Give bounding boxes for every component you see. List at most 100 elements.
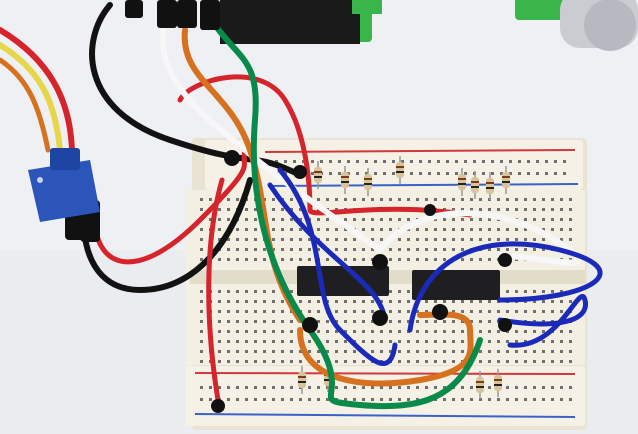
breadboard-hole [407, 238, 410, 241]
breadboard-hole [542, 228, 545, 231]
breadboard-hole [245, 248, 248, 251]
breadboard-hole [317, 330, 320, 333]
breadboard-hole [353, 198, 356, 201]
breadboard-hole [545, 172, 548, 175]
breadboard-hole [407, 398, 410, 401]
breadboard-hole [434, 218, 437, 221]
breadboard-hole [488, 386, 491, 389]
breadboard-hole [281, 360, 284, 363]
breadboard-hole [362, 320, 365, 323]
breadboard-hole [362, 398, 365, 401]
breadboard-hole [344, 320, 347, 323]
breadboard-hole [236, 238, 239, 241]
breadboard-hole [470, 300, 473, 303]
resistor [494, 369, 502, 397]
breadboard-hole [200, 350, 203, 353]
breadboard-hole [344, 398, 347, 401]
breadboard-hole [254, 208, 257, 211]
breadboard-hole [344, 350, 347, 353]
breadboard-hole [326, 350, 329, 353]
breadboard-hole [488, 310, 491, 313]
breadboard-hole [335, 320, 338, 323]
breadboard-hole [524, 340, 527, 343]
breadboard-hole [398, 238, 401, 241]
breadboard-hole [533, 238, 536, 241]
breadboard-hole [542, 360, 545, 363]
breadboard-hole [542, 218, 545, 221]
breadboard-hole [434, 330, 437, 333]
breadboard-hole [524, 386, 527, 389]
breadboard-hole [410, 160, 413, 163]
breadboard-hole [569, 360, 572, 363]
breadboard-hole [344, 198, 347, 201]
blue-wire-4 [497, 294, 588, 348]
breadboard-hole [263, 320, 266, 323]
breadboard-hole [398, 290, 401, 293]
breadboard-hole [560, 386, 563, 389]
breadboard-hole [470, 208, 473, 211]
breadboard-hole [392, 160, 395, 163]
breadboard-hole [506, 350, 509, 353]
breadboard-hole [290, 320, 293, 323]
breadboard-hole [515, 238, 518, 241]
breadboard-hole [488, 208, 491, 211]
breadboard-hole [290, 398, 293, 401]
breadboard-hole [470, 218, 473, 221]
breadboard-hole [245, 398, 248, 401]
breadboard-hole [497, 228, 500, 231]
breadboard-hole [515, 350, 518, 353]
breadboard-hole [236, 310, 239, 313]
breadboard-hole [218, 350, 221, 353]
breadboard-hole [326, 330, 329, 333]
breadboard-hole [407, 386, 410, 389]
breadboard-hole [416, 350, 419, 353]
breadboard-hole [506, 386, 509, 389]
breadboard-hole [416, 340, 419, 343]
breadboard-hole [569, 228, 572, 231]
breadboard-hole [227, 300, 230, 303]
breadboard-hole [506, 248, 509, 251]
breadboard-hole [443, 360, 446, 363]
breadboard-hole [518, 172, 521, 175]
resistor [396, 156, 404, 184]
breadboard-hole [515, 360, 518, 363]
breadboard-hole [443, 330, 446, 333]
breadboard-hole [398, 310, 401, 313]
breadboard-hole [371, 398, 374, 401]
breadboard-hole [398, 330, 401, 333]
breadboard-hole [434, 350, 437, 353]
breadboard-hole [425, 248, 428, 251]
breadboard-hole [254, 290, 257, 293]
breadboard-hole [536, 160, 539, 163]
breadboard-hole [452, 208, 455, 211]
breadboard-hole [218, 386, 221, 389]
breadboard-hole [245, 386, 248, 389]
breadboard-hole [443, 320, 446, 323]
breadboard-hole [506, 340, 509, 343]
breadboard-hole [362, 360, 365, 363]
breadboard-hole [245, 290, 248, 293]
breadboard-hole [335, 208, 338, 211]
breadboard-hole [245, 310, 248, 313]
breadboard-hole [371, 238, 374, 241]
breadboard-hole [479, 198, 482, 201]
breadboard-hole [473, 160, 476, 163]
breadboard-hole [461, 258, 464, 261]
breadboard-hole [227, 386, 230, 389]
breadboard-hole [452, 310, 455, 313]
breadboard-hole [425, 300, 428, 303]
breadboard-hole [488, 238, 491, 241]
ic-chip-left [297, 266, 389, 296]
breadboard-hole [335, 198, 338, 201]
breadboard-hole [488, 360, 491, 363]
orange-wire-loop [297, 311, 474, 387]
red-wire-pot-2 [92, 147, 248, 265]
breadboard-hole [227, 248, 230, 251]
breadboard-hole [272, 238, 275, 241]
breadboard-hole [533, 198, 536, 201]
breadboard-hole [353, 350, 356, 353]
breadboard-hole [506, 290, 509, 293]
breadboard-hole [488, 228, 491, 231]
breadboard-hole [299, 398, 302, 401]
breadboard-hole [515, 386, 518, 389]
